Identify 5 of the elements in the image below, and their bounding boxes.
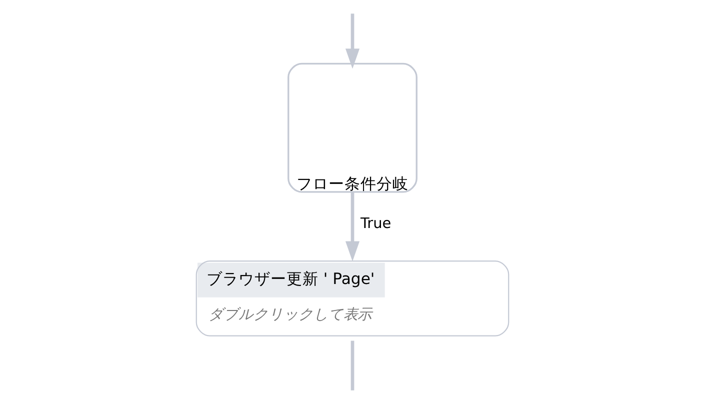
connector [350, 340, 354, 390]
edge-label: True [360, 216, 391, 232]
node-box: フロー条件分岐 [287, 62, 417, 193]
arrow [344, 192, 360, 262]
arrow [344, 14, 360, 69]
